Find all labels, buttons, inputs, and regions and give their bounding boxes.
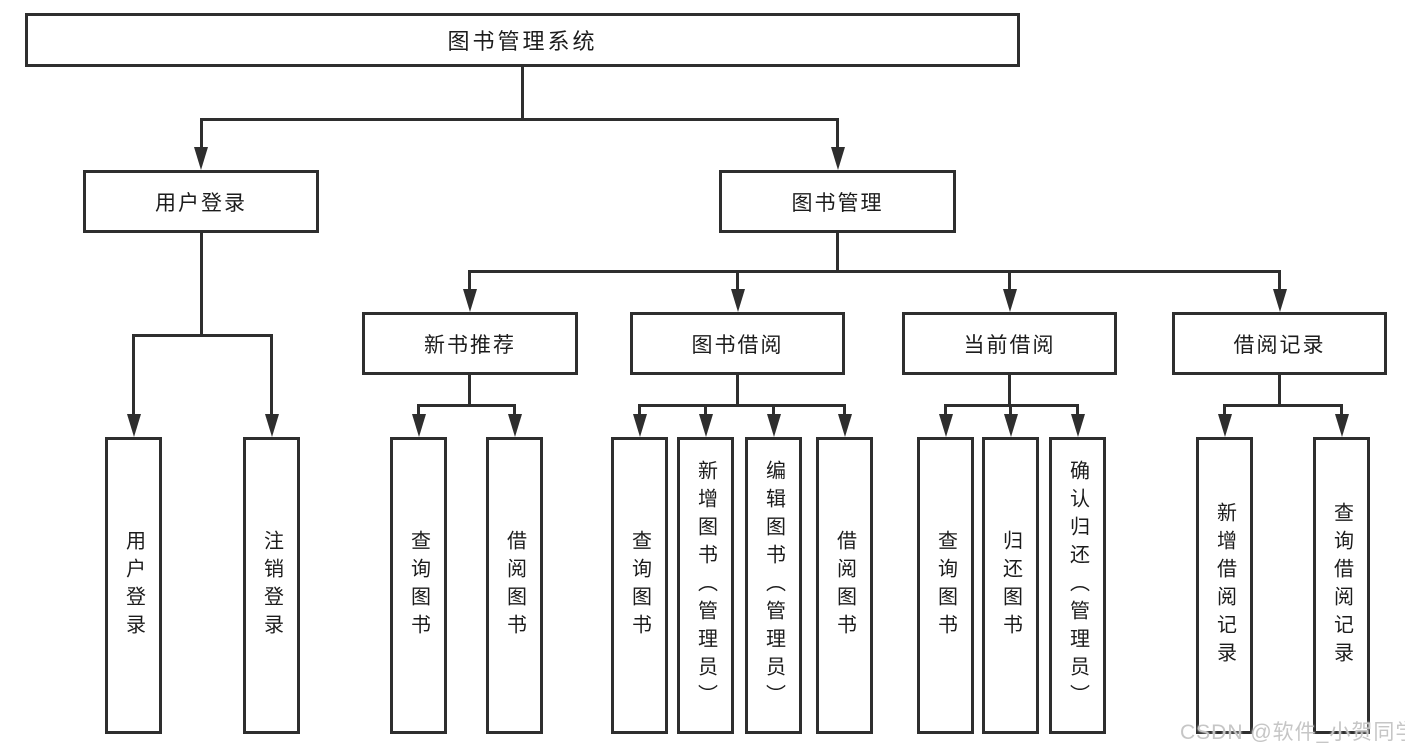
connector xyxy=(704,404,707,420)
connector xyxy=(836,118,839,152)
node-root-library-system: 图书管理系统 xyxy=(25,13,1020,67)
arrowhead xyxy=(730,289,745,312)
leaf-search-borrow-record-label: 查询借阅记录 xyxy=(1330,501,1353,670)
leaf-user-login-label: 用户登录 xyxy=(122,529,145,642)
leaf-edit-book-admin-label: 编辑图书（管理员） xyxy=(762,459,785,712)
node-new-book-recommend: 新书推荐 xyxy=(362,312,578,375)
leaf-add-book-admin: 新增图书（管理员） xyxy=(677,437,734,734)
leaf-borrow-book-recommend-label: 借阅图书 xyxy=(503,529,526,642)
connector xyxy=(1223,404,1226,420)
connector xyxy=(836,233,839,273)
connector xyxy=(1076,404,1079,420)
connector xyxy=(736,375,739,407)
arrowhead xyxy=(1217,414,1232,437)
arrowhead xyxy=(830,147,845,170)
arrowhead xyxy=(194,147,208,170)
leaf-logout-label: 注销登录 xyxy=(260,529,283,642)
node-user-login: 用户登录 xyxy=(83,170,319,233)
leaf-search-book-borrowing-label: 查询图书 xyxy=(628,529,651,642)
connector xyxy=(513,404,516,420)
connector xyxy=(199,117,839,121)
arrowhead xyxy=(1272,289,1287,312)
connector xyxy=(132,334,135,420)
connector xyxy=(132,333,273,337)
connector xyxy=(1340,404,1343,420)
connector xyxy=(520,67,524,120)
leaf-search-borrow-record: 查询借阅记录 xyxy=(1313,437,1370,734)
connector xyxy=(417,404,516,407)
leaf-confirm-return-admin-label: 确认归还（管理员） xyxy=(1066,459,1089,712)
leaf-search-book-current: 查询图书 xyxy=(917,437,974,734)
leaf-search-book-recommend: 查询图书 xyxy=(390,437,447,734)
connector xyxy=(199,118,203,152)
connector xyxy=(843,404,846,420)
connector xyxy=(1278,270,1281,294)
arrowhead xyxy=(462,289,477,312)
arrowhead xyxy=(1003,414,1018,437)
arrowhead xyxy=(264,414,279,437)
connector xyxy=(638,404,846,407)
leaf-return-book-label: 归还图书 xyxy=(999,529,1022,642)
node-book-management: 图书管理 xyxy=(719,170,956,233)
leaf-borrow-book: 借阅图书 xyxy=(816,437,873,734)
connector xyxy=(1008,375,1011,407)
csdn-watermark: CSDN @软件_小贺同学 xyxy=(1180,721,1405,744)
leaf-add-borrow-record: 新增借阅记录 xyxy=(1196,437,1253,734)
connector xyxy=(468,270,1281,273)
connector xyxy=(417,404,420,420)
leaf-borrow-book-label: 借阅图书 xyxy=(833,529,856,642)
leaf-logout: 注销登录 xyxy=(243,437,300,734)
node-borrow-records: 借阅记录 xyxy=(1172,312,1387,375)
connector xyxy=(638,404,641,420)
connector xyxy=(1008,270,1011,294)
leaf-confirm-return-admin: 确认归还（管理员） xyxy=(1049,437,1106,734)
arrowhead xyxy=(632,414,647,437)
leaf-add-borrow-record-label: 新增借阅记录 xyxy=(1213,501,1236,670)
arrowhead xyxy=(698,414,713,437)
arrowhead xyxy=(1002,289,1017,312)
node-current-borrowing: 当前借阅 xyxy=(902,312,1117,375)
arrowhead xyxy=(411,414,426,437)
connector xyxy=(944,404,947,420)
connector xyxy=(1223,404,1343,407)
arrowhead xyxy=(1334,414,1349,437)
arrowhead xyxy=(938,414,953,437)
leaf-return-book: 归还图书 xyxy=(982,437,1039,734)
arrowhead xyxy=(126,414,141,437)
connector xyxy=(270,334,273,420)
connector xyxy=(736,270,739,294)
leaf-add-book-admin-label: 新增图书（管理员） xyxy=(694,459,717,712)
connector xyxy=(468,375,471,407)
connector xyxy=(199,233,203,336)
leaf-search-book-current-label: 查询图书 xyxy=(934,529,957,642)
connector xyxy=(468,270,471,294)
connector xyxy=(1278,375,1281,407)
leaf-edit-book-admin: 编辑图书（管理员） xyxy=(745,437,802,734)
arrowhead xyxy=(766,414,781,437)
leaf-search-book-recommend-label: 查询图书 xyxy=(407,529,430,642)
leaf-borrow-book-recommend: 借阅图书 xyxy=(486,437,543,734)
arrowhead xyxy=(1070,414,1085,437)
leaf-user-login: 用户登录 xyxy=(105,437,162,734)
leaf-search-book-borrowing: 查询图书 xyxy=(611,437,668,734)
arrowhead xyxy=(837,414,852,437)
connector xyxy=(1009,404,1012,420)
arrowhead xyxy=(507,414,522,437)
node-book-borrowing: 图书借阅 xyxy=(630,312,845,375)
connector xyxy=(772,404,775,420)
